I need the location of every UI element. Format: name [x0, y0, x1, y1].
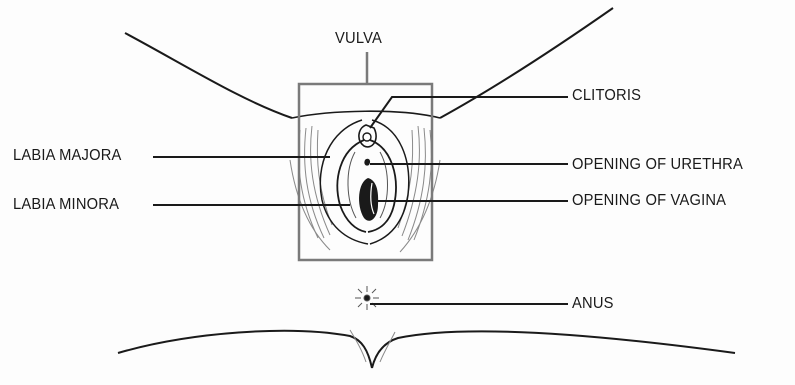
label-anus: ANUS — [572, 295, 614, 313]
labia-majora-left — [320, 120, 368, 244]
left-buttock-outline — [118, 331, 372, 368]
label-vulva: VULVA — [335, 30, 382, 48]
label-clitoris: CLITORIS — [572, 87, 641, 105]
pubic-line — [292, 111, 440, 118]
label-opening-of-vagina: OPENING OF VAGINA — [572, 192, 726, 210]
label-labia-minora: LABIA MINORA — [13, 196, 119, 214]
right-buttock-outline — [372, 331, 735, 368]
label-labia-majora: LABIA MAJORA — [13, 147, 122, 165]
clitoris-mark — [363, 133, 371, 141]
anus-mark — [355, 286, 379, 310]
urethra-mark — [364, 159, 370, 166]
left-thigh-outline — [125, 33, 292, 118]
label-opening-of-urethra: OPENING OF URETHRA — [572, 156, 743, 174]
vagina-mark — [359, 178, 378, 221]
